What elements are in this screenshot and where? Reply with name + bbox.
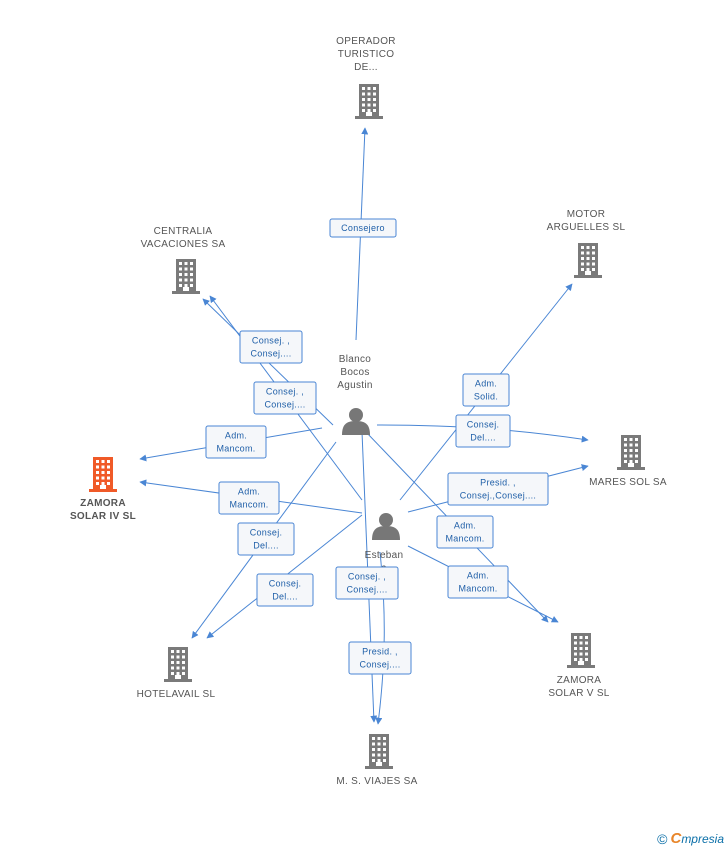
edge-label-e12[interactable]: Adm. Mancom. [436, 515, 494, 549]
node-msviajes[interactable]: M. S. VIAJES SA [336, 734, 417, 787]
edge-label-e9[interactable]: Consej. Del.... [237, 522, 295, 556]
edge-label-e14[interactable]: Presid. , Consej.... [348, 641, 412, 675]
edge-label-e5[interactable]: Adm. Mancom. [218, 481, 280, 515]
edge-label-text: Mancom. [216, 444, 255, 454]
edge-label-text: Consej. , [266, 387, 304, 397]
edge-label-e6[interactable]: Adm. Solid. [462, 373, 510, 407]
edge-label-text: Del.... [272, 592, 298, 602]
node-operador[interactable]: OPERADOR TURISTICO DE... [336, 36, 396, 119]
node-label: ARGUELLES SL [547, 222, 626, 233]
node-label: Bocos [340, 367, 369, 378]
edge-label-text: Consej.... [346, 585, 387, 595]
node-zamora5[interactable]: ZAMORA SOLAR V SL [548, 633, 610, 699]
building-icon[interactable] [567, 633, 595, 668]
node-label: SOLAR V SL [548, 688, 609, 699]
edge-label-text: Consej. , [348, 572, 386, 582]
edge-label-text: Adm. [454, 521, 476, 531]
edge-label-text: Mancom. [229, 500, 268, 510]
node-label: OPERADOR [336, 36, 396, 47]
edge-label-e11[interactable]: Consej. , Consej.... [335, 566, 399, 600]
building-icon[interactable] [365, 734, 393, 769]
edge-label-text: Solid. [474, 392, 498, 402]
edge-label-text: Adm. [238, 487, 260, 497]
edge-label-text: Consej.... [264, 400, 305, 410]
edge-label-e4[interactable]: Adm. Mancom. [205, 425, 267, 459]
building-icon[interactable] [617, 435, 645, 470]
edge-label-text: Mancom. [458, 584, 497, 594]
person-icon[interactable] [342, 408, 370, 435]
node-mares[interactable]: MARES SOL SA [589, 435, 667, 488]
node-zamora4[interactable]: ZAMORA SOLAR IV SL [70, 457, 136, 522]
edge-label-text: Presid. , [362, 647, 398, 657]
node-label: VACACIONES SA [141, 239, 226, 250]
node-esteban[interactable]: Estebanao [365, 513, 404, 587]
edge-label-text: Consej.... [359, 660, 400, 670]
building-icon[interactable] [89, 457, 117, 492]
person-icon[interactable] [372, 513, 400, 540]
edge-label-e1[interactable]: Consejero [329, 218, 397, 238]
node-motor[interactable]: MOTOR ARGUELLES SL [547, 209, 626, 278]
node-label: Agustin [337, 380, 372, 391]
edge-label-text: Consejero [341, 223, 385, 233]
edge-label-e2[interactable]: Consej. , Consej.... [239, 330, 303, 364]
edge-label-text: Adm. [225, 431, 247, 441]
node-label: ZAMORA [80, 498, 126, 509]
edge-label-text: Consej. [467, 420, 500, 430]
edge-label-text: Del.... [470, 433, 496, 443]
edge-label-text: Consej. , [252, 336, 290, 346]
edge-label-text: Presid. , [480, 478, 516, 488]
edge-label-text: Adm. [475, 379, 497, 389]
edge-label-text: Consej.,Consej.... [460, 491, 536, 501]
brand-name: mpresia [681, 831, 724, 846]
edge-label-text: Consej. [269, 579, 302, 589]
edge-label-e10[interactable]: Consej. Del.... [256, 573, 314, 607]
node-label: CENTRALIA [154, 226, 213, 237]
nodes-layer: OPERADOR TURISTICO DE... CENTRALIA VACACIONE… [70, 36, 667, 787]
node-label: TURISTICO [338, 49, 395, 60]
node-label: ZAMORA [557, 675, 602, 686]
edge-label-text: Del.... [253, 541, 279, 551]
edge-label-text: Consej. [250, 528, 283, 538]
node-label: Blanco [339, 354, 372, 365]
building-icon[interactable] [172, 259, 200, 294]
edge-label-text: Consej.... [250, 349, 291, 359]
building-icon[interactable] [164, 647, 192, 682]
building-icon[interactable] [574, 243, 602, 278]
edge-label-e7[interactable]: Consej. Del.... [455, 414, 511, 448]
brand-initial: C [670, 830, 682, 847]
node-hotelavail[interactable]: HOTELAVAIL SL [137, 647, 216, 700]
node-label: HOTELAVAIL SL [137, 689, 216, 700]
edge-label-text: Adm. [467, 571, 489, 581]
node-label: M. S. VIAJES SA [336, 776, 417, 787]
edge-label-text: Mancom. [445, 534, 484, 544]
node-label: Esteban [365, 550, 404, 561]
edge-label-e3[interactable]: Consej. , Consej.... [253, 381, 317, 415]
empresia-logo[interactable]: © C mpresia [657, 830, 724, 847]
node-label: SOLAR IV SL [70, 511, 136, 522]
node-centralia[interactable]: CENTRALIA VACACIONES SA [141, 226, 226, 294]
building-icon[interactable] [355, 84, 383, 119]
node-label: MARES SOL SA [589, 477, 667, 488]
node-label: DE... [354, 62, 378, 73]
edge-label-e8[interactable]: Presid. , Consej.,Consej.... [447, 472, 549, 506]
copyright-symbol: © [657, 830, 668, 847]
node-label: MOTOR [567, 209, 606, 220]
edge-label-e13[interactable]: Adm. Mancom. [447, 565, 509, 599]
